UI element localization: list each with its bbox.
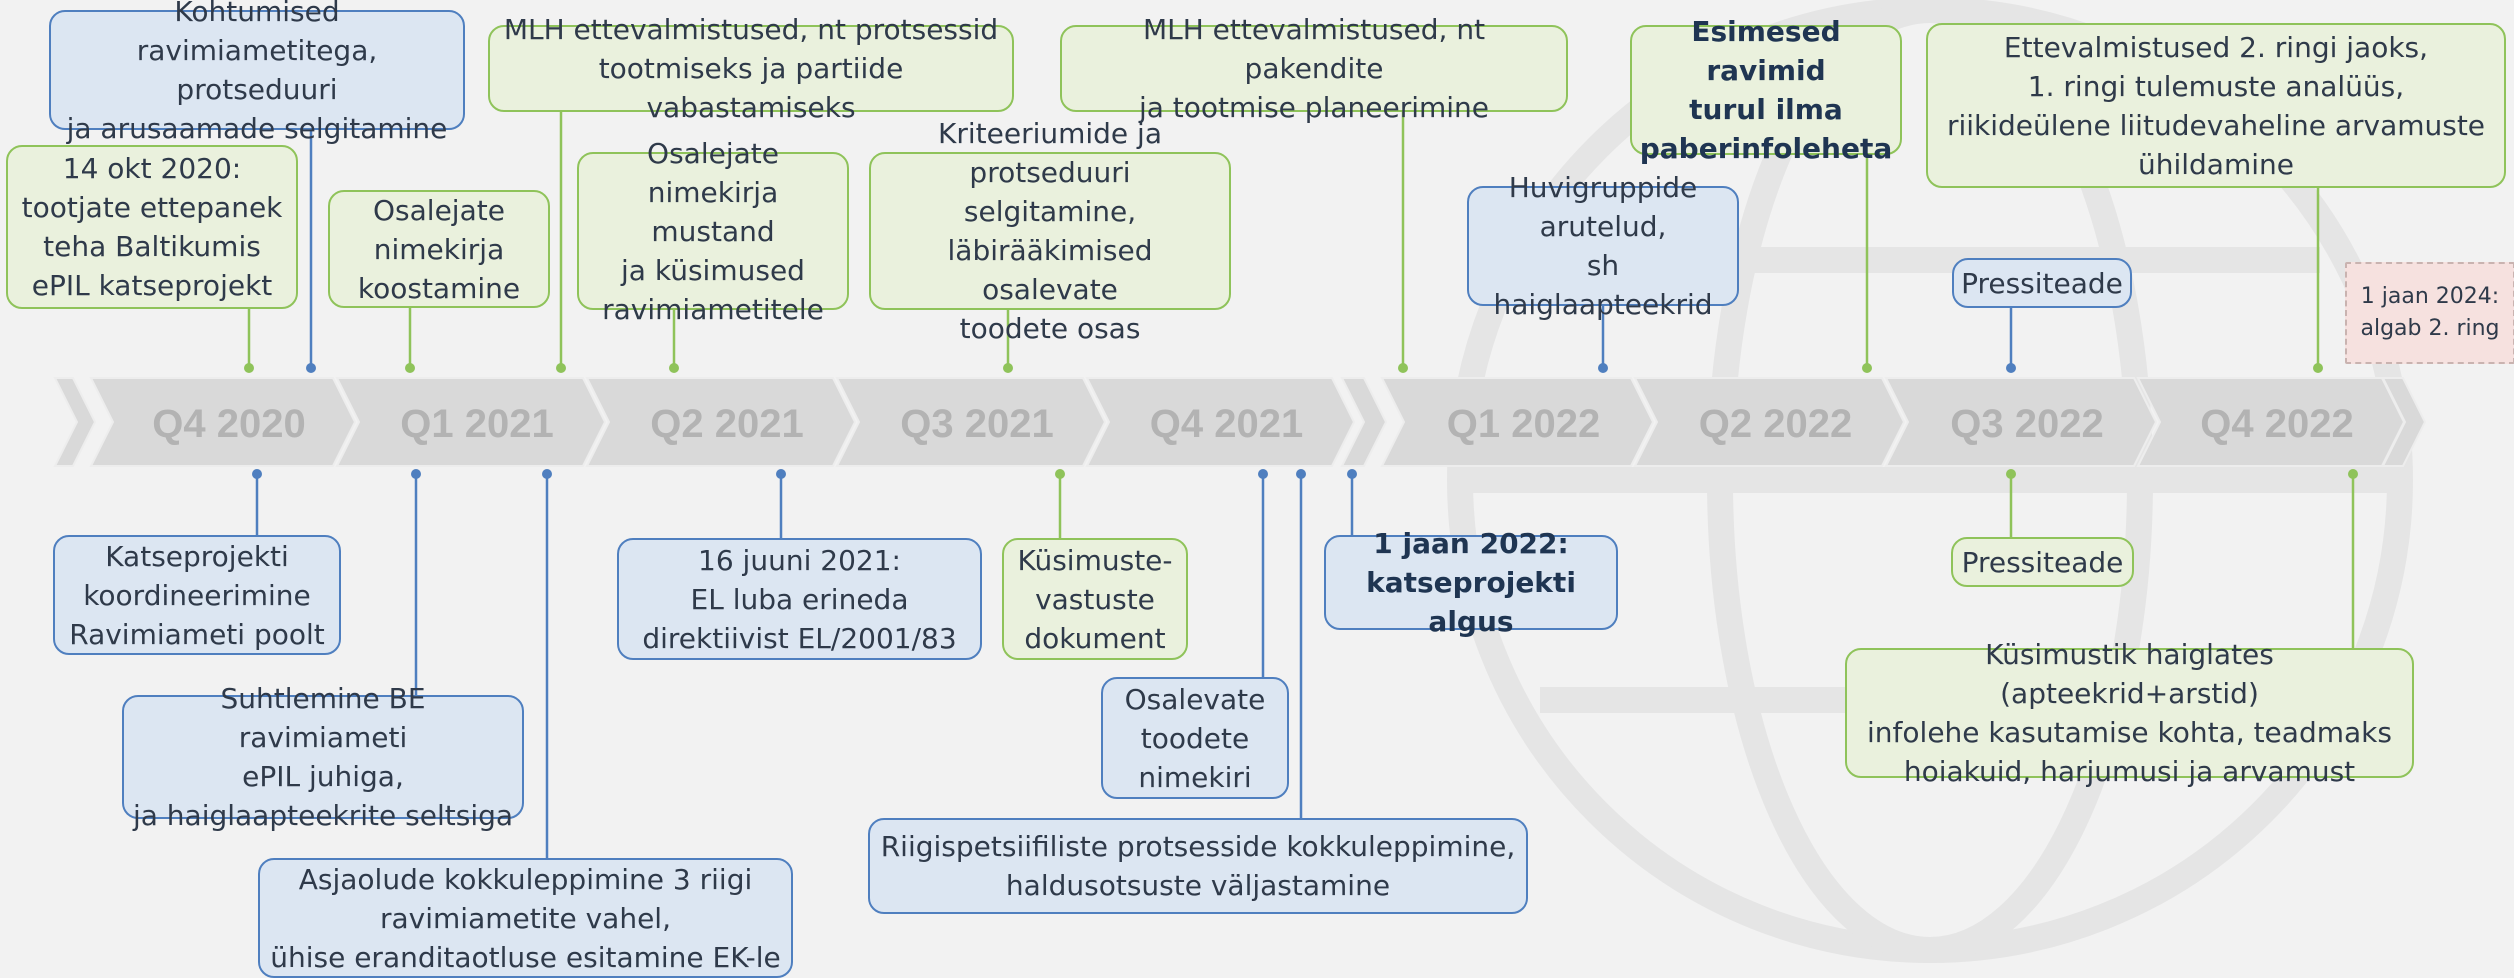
quarter-chevron	[1085, 377, 1356, 467]
event-marker-dot	[244, 363, 254, 373]
quarter-label: Q4 2020	[152, 402, 305, 446]
event-box-mlh-pakendid: MLH ettevalmistused, nt pakendite ja too…	[1060, 13, 1568, 124]
event-marker-dot	[542, 469, 552, 479]
quarter-chevron	[1633, 377, 1906, 467]
event-marker-dot	[2313, 363, 2323, 373]
quarter-chevron	[835, 377, 1107, 467]
event-marker-dot	[776, 469, 786, 479]
event-box-osalevate-toodete: Osalevate toodete nimekiri	[1101, 677, 1289, 799]
event-marker-dot	[1258, 469, 1268, 479]
event-marker-dot	[1347, 469, 1357, 479]
event-box-kriteeriumid: Kriteeriumide ja protseduuri selgitamine…	[869, 117, 1231, 345]
event-box-kysimuste-vastuste: Küsimuste- vastuste dokument	[1002, 538, 1188, 660]
event-marker-dot	[252, 469, 262, 479]
event-box-katseprojekt-koord: Katseprojekti koordineerimine Ravimiamet…	[53, 535, 341, 655]
event-marker-dot	[1296, 469, 1306, 479]
quarter-chevron	[585, 377, 857, 467]
quarter-chevron	[1380, 377, 1655, 467]
quarter-label: Q2 2022	[1699, 402, 1852, 446]
event-marker-dot	[1398, 363, 1408, 373]
event-box-esimesed-ravimid: Esimesed ravimid turul ilma paberinfoleh…	[1630, 15, 1902, 165]
event-box-juuni2021: 16 juuni 2021: EL luba erineda direktiiv…	[617, 538, 982, 660]
event-box-okt2020: 14 okt 2020: tootjate ettepanek teha Bal…	[6, 145, 298, 309]
event-box-asjaolud: Asjaolude kokkuleppimine 3 riigi ravimia…	[258, 858, 793, 978]
event-box-riigispetsiifilised: Riigispetsiifiliste protsesside kokkulep…	[868, 818, 1528, 914]
event-marker-dot	[1862, 363, 1872, 373]
event-box-huvigrupid: Huvigruppide arutelud, sh haiglaapteekri…	[1467, 171, 1739, 321]
event-box-jaan2024: 1 jaan 2024: algab 2. ring	[2345, 262, 2514, 364]
event-box-osalejate-nimekirja-koostamine: Osalejate nimekirja koostamine	[328, 190, 550, 308]
quarter-label: Q3 2021	[900, 402, 1053, 446]
event-marker-dot	[556, 363, 566, 373]
event-box-ring2: Ettevalmistused 2. ringi jaoks, 1. ringi…	[1926, 23, 2506, 188]
event-marker-dot	[2006, 469, 2016, 479]
quarter-label: Q3 2022	[1950, 402, 2103, 446]
event-box-mlh-protsessid: MLH ettevalmistused, nt protsessid tootm…	[488, 13, 1014, 124]
event-box-pressiteade-1: Pressiteade	[1952, 258, 2132, 308]
timeline-separator-chevron	[53, 377, 97, 467]
event-box-kysimustik: Küsimustik haiglates (apteekrid+arstid) …	[1845, 638, 2414, 788]
quarter-label: Q4 2022	[2200, 402, 2353, 446]
event-marker-dot	[405, 363, 415, 373]
event-marker-dot	[1003, 363, 1013, 373]
event-marker-dot	[2006, 363, 2016, 373]
quarter-label: Q4 2021	[1150, 402, 1303, 446]
event-box-pressiteade-2: Pressiteade	[1951, 537, 2134, 587]
event-box-kohtumised: Kohtumised ravimiametitega, protseduuri …	[49, 0, 465, 145]
quarter-label: Q1 2021	[400, 402, 553, 446]
event-marker-dot	[2348, 469, 2358, 479]
timeline-separator-chevron	[1340, 377, 1388, 467]
event-marker-dot	[1598, 363, 1608, 373]
event-marker-dot	[306, 363, 316, 373]
quarter-chevron	[335, 377, 607, 467]
quarter-chevron	[2136, 377, 2406, 467]
quarter-label: Q1 2022	[1447, 402, 1600, 446]
event-marker-dot	[411, 469, 421, 479]
event-box-suhtlemine-be: Suhtlemine BE ravimiameti ePIL juhiga, j…	[122, 682, 524, 832]
quarter-chevron	[1884, 377, 2158, 467]
quarter-chevron	[89, 377, 357, 467]
event-box-nimekirja-mustand: Osalejate nimekirja mustand ja küsimused…	[577, 137, 849, 326]
event-marker-dot	[669, 363, 679, 373]
event-box-jaan2022: 1 jaan 2022: katseprojekti algus	[1324, 527, 1618, 638]
quarter-label: Q2 2021	[650, 402, 803, 446]
event-marker-dot	[1055, 469, 1065, 479]
